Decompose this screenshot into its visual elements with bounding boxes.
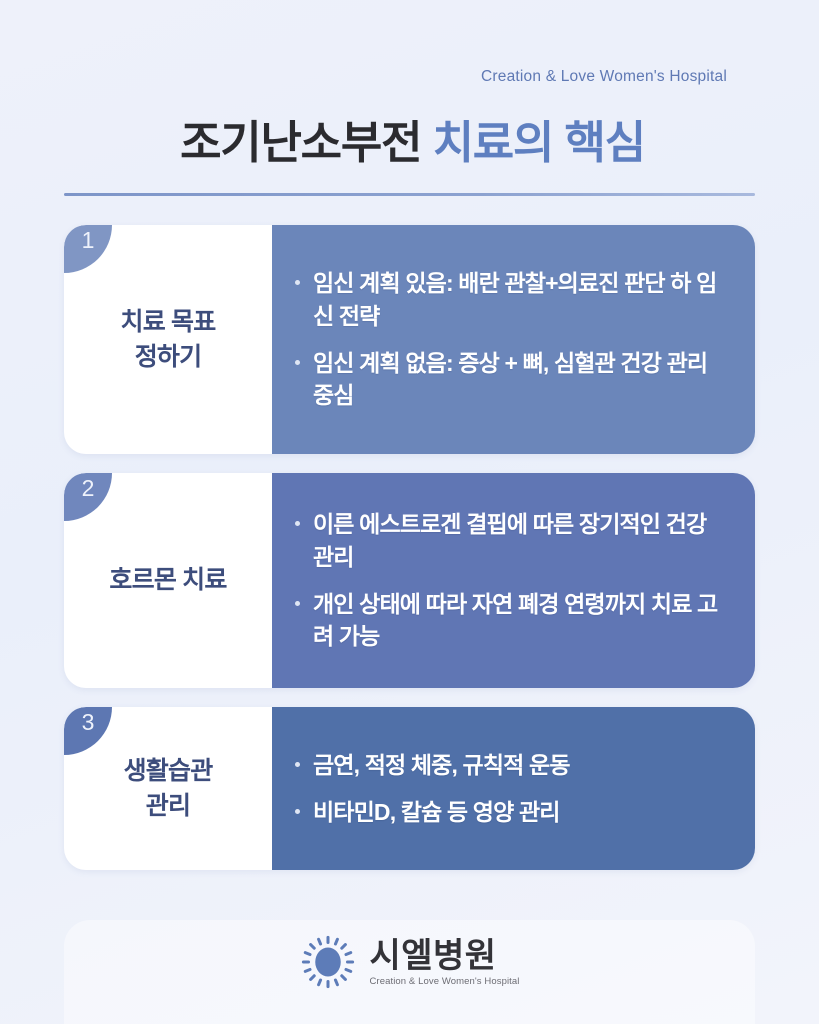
card-bullet: 금연, 적정 체중, 규칙적 운동 xyxy=(294,749,729,782)
card-label-line-2: 관리 xyxy=(145,791,191,820)
card-bullet: 비타민D, 칼슘 등 영양 관리 xyxy=(294,796,729,829)
card-label: 치료 목표 정하기 xyxy=(120,305,217,374)
card-label-line-1: 호르몬 치료 xyxy=(109,566,227,595)
card-right-panel: 금연, 적정 체중, 규칙적 운동 비타민D, 칼슘 등 영양 관리 xyxy=(272,707,755,870)
card-left-panel: 2 호르몬 치료 xyxy=(64,473,272,688)
card-right-panel: 이른 에스트로겐 결핍에 따른 장기적인 건강 관리 개인 상태에 따라 자연 … xyxy=(272,473,755,688)
card-item[interactable]: 2 호르몬 치료 이른 에스트로겐 결핍에 따른 장기적인 건강 관리 개인 상… xyxy=(64,473,755,688)
card-label: 생활습관 관리 xyxy=(123,754,214,823)
card-right-panel: 임신 계획 있음: 배란 관찰+의료진 판단 하 임신 전략 임신 계획 없음:… xyxy=(272,225,755,454)
card-bullet: 임신 계획 있음: 배란 관찰+의료진 판단 하 임신 전략 xyxy=(294,267,729,332)
logo-english-tagline: Creation & Love Women's Hospital xyxy=(369,976,520,988)
logo-korean-name: 시엘병원 xyxy=(369,936,497,975)
card-number-label: 2 xyxy=(81,475,95,501)
footer-panel xyxy=(64,920,755,1024)
hospital-logo: 시엘병원 Creation & Love Women's Hospital xyxy=(0,933,819,991)
card-number-label: 3 xyxy=(81,709,95,735)
card-label: 호르몬 치료 xyxy=(109,563,227,598)
cards-list: 1 치료 목표 정하기 임신 계획 있음: 배란 관찰+의료진 판단 하 임신 … xyxy=(64,225,755,889)
card-bullet: 임신 계획 없음: 증상 + 뼈, 심혈관 건강 관리 중심 xyxy=(294,347,729,412)
page-title-primary: 조기난소부전 xyxy=(180,117,422,168)
card-bullet: 개인 상태에 따라 자연 폐경 연령까지 치료 고려 가능 xyxy=(294,588,729,653)
title-divider xyxy=(64,193,755,196)
card-number-badge: 3 xyxy=(64,707,112,755)
card-label-line-2: 정하기 xyxy=(134,342,202,371)
brand-line: Creation & Love Women's Hospital xyxy=(481,68,727,85)
card-bullet: 이른 에스트로겐 결핍에 따른 장기적인 건강 관리 xyxy=(294,508,729,573)
sun-icon xyxy=(302,935,355,989)
page-title-accent: 치료의 핵심 xyxy=(432,117,647,168)
page-title: 조기난소부전 치료의 핵심 xyxy=(66,116,753,170)
card-number-label: 1 xyxy=(81,227,95,253)
card-left-panel: 3 생활습관 관리 xyxy=(64,707,272,870)
page-title-wrap: 조기난소부전 치료의 핵심 xyxy=(66,116,753,170)
card-number-badge: 1 xyxy=(64,225,112,273)
card-left-panel: 1 치료 목표 정하기 xyxy=(64,225,272,454)
card-item[interactable]: 1 치료 목표 정하기 임신 계획 있음: 배란 관찰+의료진 판단 하 임신 … xyxy=(64,225,755,454)
card-label-line-1: 치료 목표 xyxy=(120,308,217,336)
card-label-line-1: 생활습관 xyxy=(123,757,214,785)
logo-text-block: 시엘병원 Creation & Love Women's Hospital xyxy=(369,936,520,988)
card-item[interactable]: 3 생활습관 관리 금연, 적정 체중, 규칙적 운동 비타민D, 칼슘 등 영… xyxy=(64,707,755,870)
card-number-badge: 2 xyxy=(64,473,112,521)
